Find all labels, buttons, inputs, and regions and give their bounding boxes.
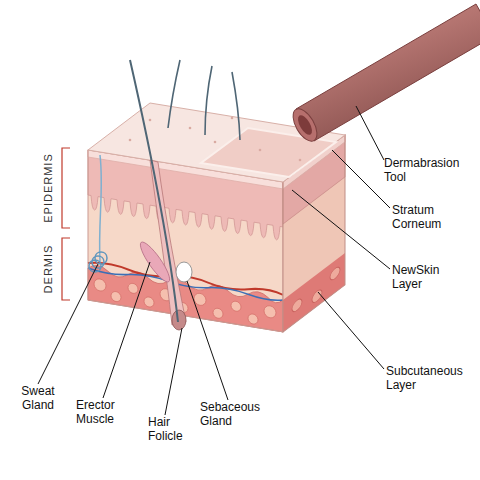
pore: [259, 149, 262, 152]
fat-cell: [194, 292, 206, 306]
sebaceous-gland: [176, 262, 192, 282]
pores: [129, 117, 302, 162]
leader-line: [292, 190, 390, 269]
tool-opening: [295, 113, 315, 137]
fat-cell: [248, 313, 258, 325]
dermis-bracket: [62, 238, 70, 300]
epidermis-bracket: [62, 148, 70, 228]
artery: [88, 261, 283, 298]
hair-bulb: [172, 310, 186, 330]
part-label: Sebaceous Gland: [200, 400, 272, 428]
fat-cell: [111, 291, 121, 303]
part-label: Sweat Gland: [12, 384, 64, 412]
sweat-duct: [100, 155, 102, 262]
fat-cell: [231, 300, 241, 312]
pore: [231, 117, 234, 120]
part-label: Erector Muscle: [76, 398, 134, 426]
leader-line: [332, 150, 390, 208]
leader-lines: [38, 106, 390, 415]
part-label: Dermabrasion Tool: [384, 156, 476, 184]
part-label: NewSkin Layer: [392, 263, 454, 291]
fat-cell: [144, 296, 154, 308]
part-label: Hair Folicle: [148, 415, 196, 443]
leader-line: [318, 292, 384, 369]
part-label: Subcutaneous Layer: [386, 364, 472, 392]
leader-line: [187, 281, 228, 400]
layer-bracket: [62, 148, 70, 300]
pore: [149, 119, 152, 122]
hair: [168, 60, 180, 128]
layer-label: EPIDERMIS: [41, 146, 55, 230]
leader-line: [103, 262, 150, 398]
fat-cell: [213, 307, 223, 319]
hair: [232, 72, 240, 140]
pore: [299, 159, 302, 162]
part-label: Stratum Corneum: [392, 203, 464, 231]
fat-cell: [312, 287, 322, 305]
fat-cell: [264, 305, 276, 319]
hair-shaft: [130, 60, 178, 322]
pore: [214, 141, 217, 144]
fat-cell: [128, 283, 138, 295]
tool-tip: [288, 105, 322, 145]
skin-surface: [88, 103, 345, 182]
leader-line: [356, 106, 384, 160]
fat-cell: [292, 297, 302, 315]
leader-line: [165, 328, 182, 415]
sweat-gland-coil: [89, 252, 107, 272]
layer-label: DERMIS: [41, 237, 55, 301]
fat-cell: [330, 265, 340, 283]
fat-cell: [94, 278, 106, 292]
pore: [189, 127, 192, 130]
dermabrasion-tool: [296, 4, 480, 141]
pore: [129, 139, 132, 142]
hair: [205, 66, 212, 135]
